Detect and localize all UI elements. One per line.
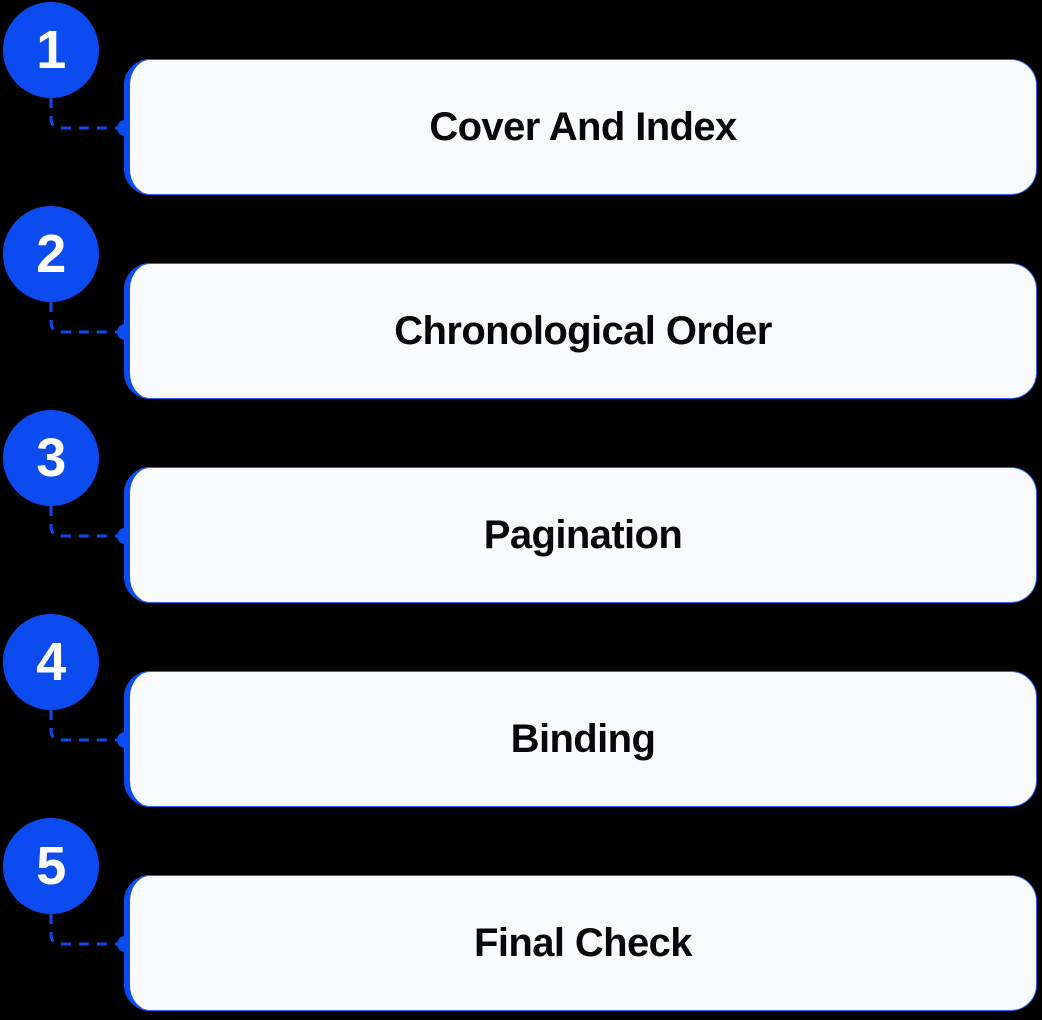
step-label-2: Chronological Order bbox=[394, 309, 772, 353]
step-badge-4[interactable]: 4 bbox=[3, 614, 99, 710]
step-card-5[interactable]: Final Check bbox=[124, 875, 1037, 1011]
step-label-5: Final Check bbox=[474, 921, 693, 965]
step-badge-1[interactable]: 1 bbox=[3, 2, 99, 98]
step-label-1: Cover And Index bbox=[429, 105, 737, 149]
step-number-3: 3 bbox=[36, 428, 66, 488]
process-step-4: 4 Binding bbox=[0, 612, 1042, 816]
process-step-3: 3 Pagination bbox=[0, 408, 1042, 612]
process-step-2: 2 Chronological Order bbox=[0, 204, 1042, 408]
step-number-4: 4 bbox=[36, 632, 66, 692]
step-label-4: Binding bbox=[510, 717, 656, 761]
step-number-2: 2 bbox=[36, 224, 66, 284]
step-card-4[interactable]: Binding bbox=[124, 671, 1037, 807]
process-step-1: 1 Cover And Index bbox=[0, 0, 1042, 204]
step-number-1: 1 bbox=[36, 20, 66, 80]
step-number-5: 5 bbox=[36, 836, 66, 896]
step-badge-2[interactable]: 2 bbox=[3, 206, 99, 302]
process-step-5: 5 Final Check bbox=[0, 816, 1042, 1020]
step-label-3: Pagination bbox=[483, 513, 683, 557]
step-card-1[interactable]: Cover And Index bbox=[124, 59, 1037, 195]
step-card-3[interactable]: Pagination bbox=[124, 467, 1037, 603]
step-badge-3[interactable]: 3 bbox=[3, 410, 99, 506]
step-card-2[interactable]: Chronological Order bbox=[124, 263, 1037, 399]
step-badge-5[interactable]: 5 bbox=[3, 818, 99, 914]
